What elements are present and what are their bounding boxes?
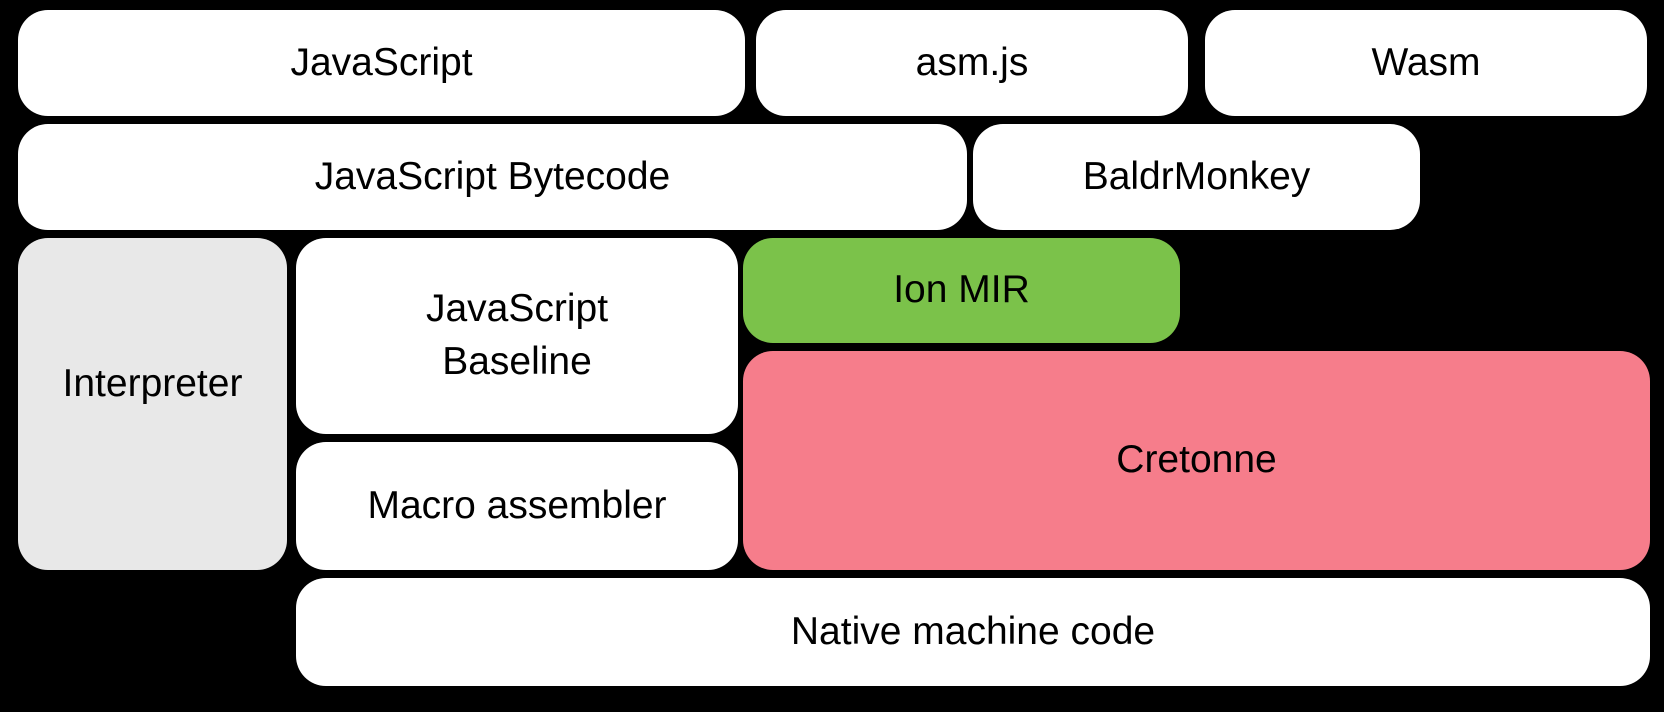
box-macro-assembler: Macro assembler (296, 442, 738, 570)
box-javascript: JavaScript (18, 10, 745, 116)
box-baldrmonkey: BaldrMonkey (973, 124, 1420, 230)
box-interpreter: Interpreter (18, 238, 287, 570)
box-javascript-baseline: JavaScript Baseline (296, 238, 738, 434)
box-asmjs: asm.js (756, 10, 1188, 116)
box-ion-mir: Ion MIR (743, 238, 1180, 343)
box-wasm: Wasm (1205, 10, 1647, 116)
box-native-machine-code: Native machine code (296, 578, 1650, 686)
box-javascript-bytecode: JavaScript Bytecode (18, 124, 967, 230)
box-cretonne: Cretonne (743, 351, 1650, 570)
